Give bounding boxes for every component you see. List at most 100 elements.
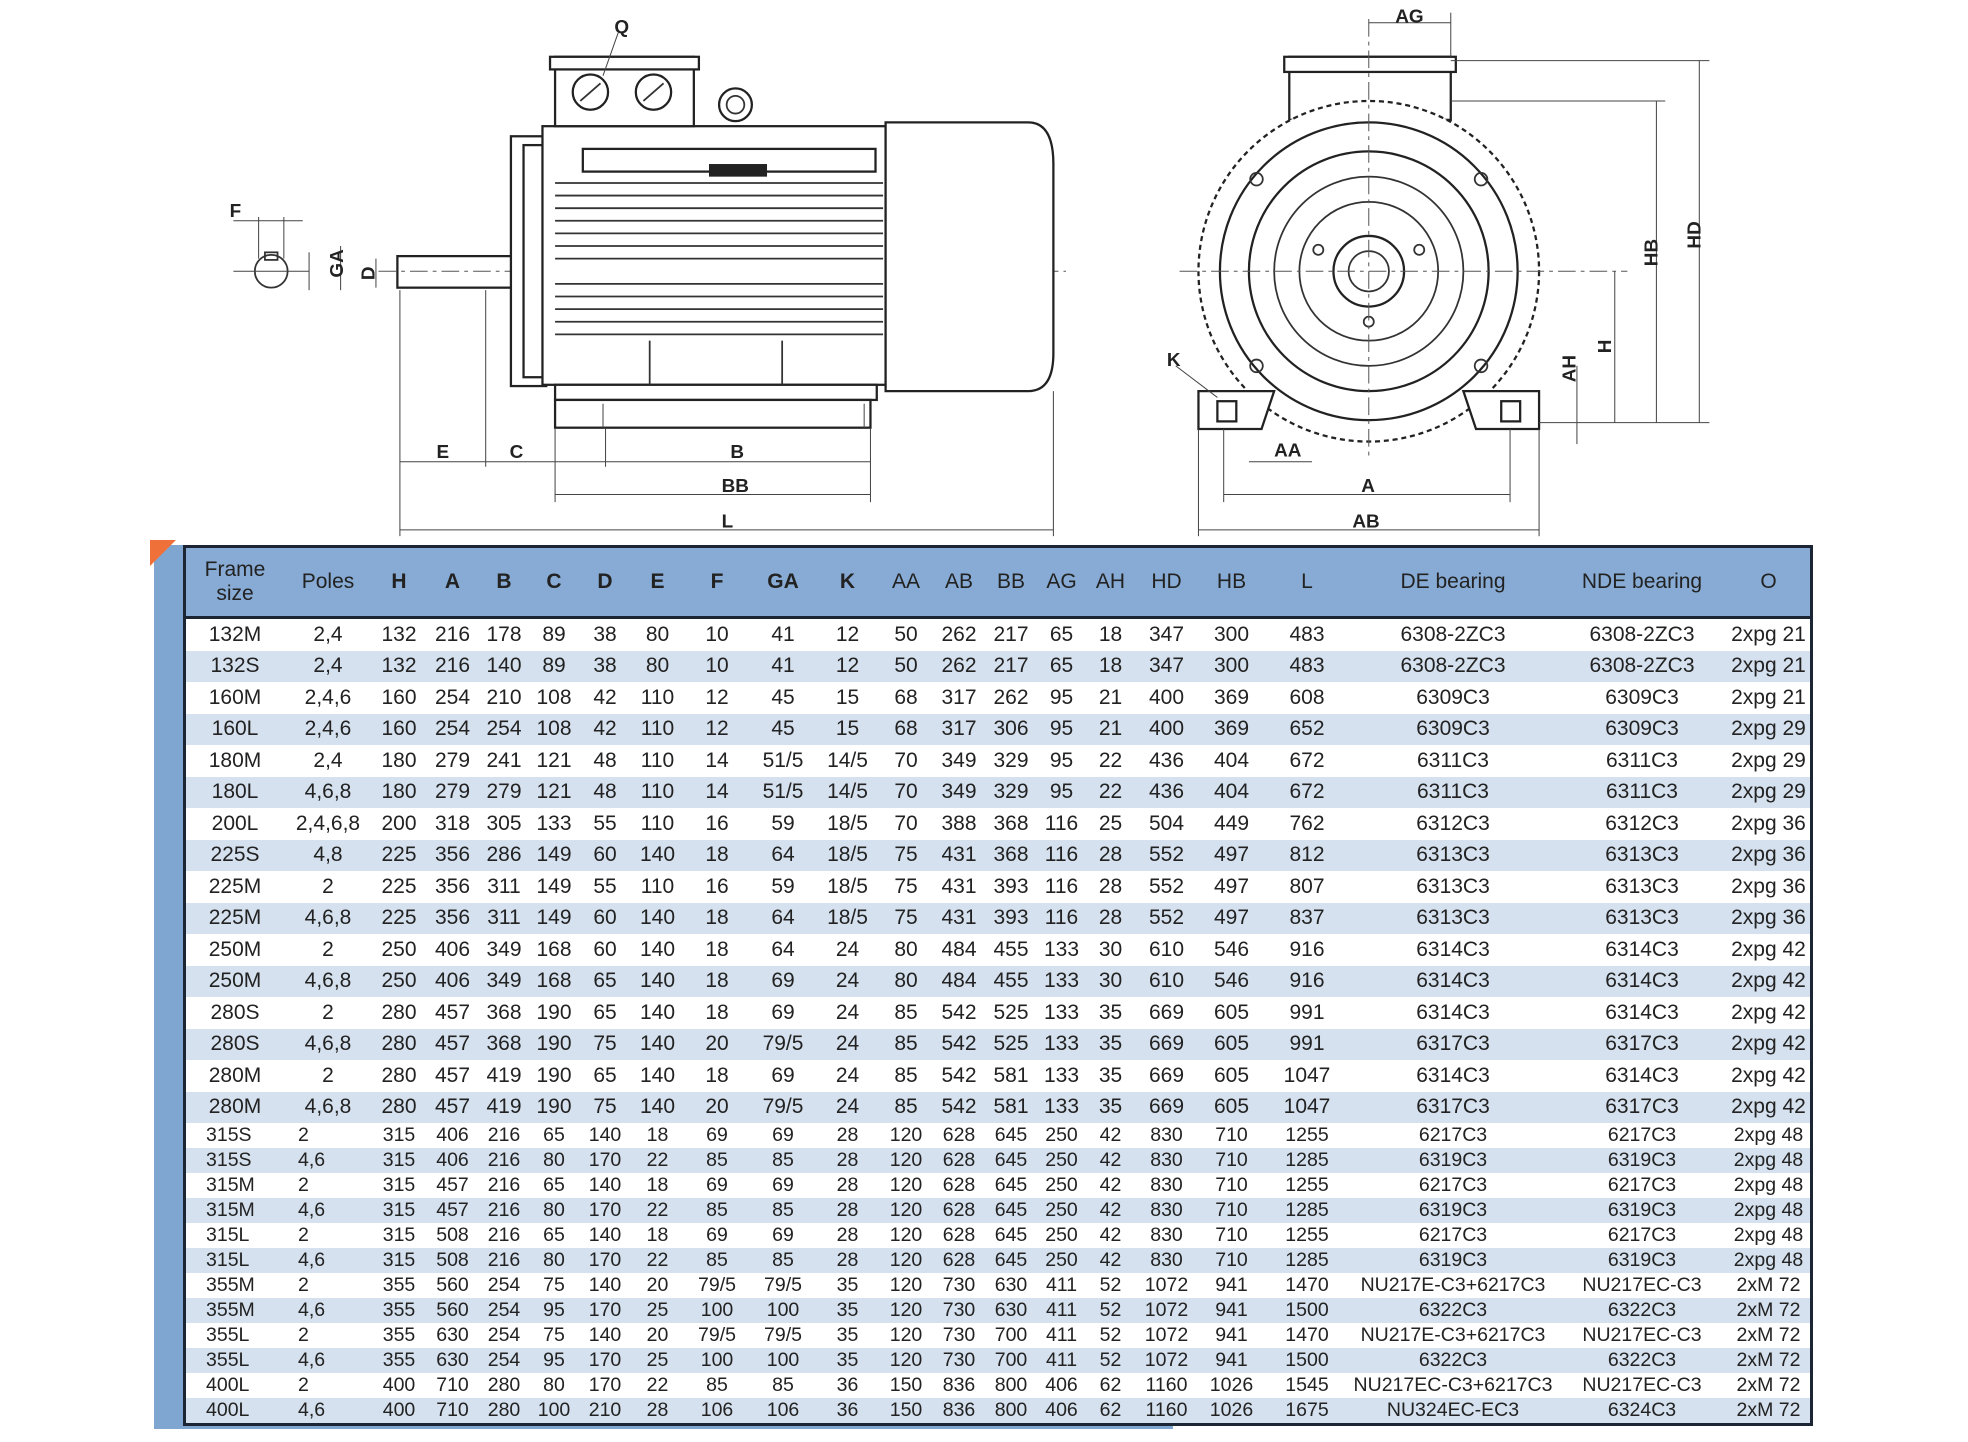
- table-cell: 70: [894, 748, 918, 772]
- table-cell: 4,6: [284, 1148, 372, 1173]
- table-cell: 406: [426, 965, 479, 997]
- table-cell: 4,6: [284, 1198, 372, 1223]
- table-cell: 2xpg 48: [1733, 1224, 1804, 1246]
- table-cell: 2,4: [284, 650, 372, 682]
- table-cell: 250: [1045, 1174, 1078, 1196]
- table-cell: 65: [593, 1000, 617, 1024]
- table-cell: 6217C3: [1607, 1174, 1677, 1196]
- table-cell: 22: [631, 1248, 684, 1273]
- table-cell: 217: [993, 622, 1029, 646]
- table-cell: 449: [1213, 811, 1250, 835]
- table-cell: 42: [1086, 1148, 1135, 1173]
- table-cell: 60: [593, 937, 617, 961]
- table-cell: 2: [298, 1274, 309, 1296]
- table-cell: 210: [579, 1398, 631, 1423]
- table-cell: 368: [993, 811, 1029, 835]
- table-cell: 525: [985, 1028, 1037, 1060]
- table-cell: 836: [942, 1374, 976, 1396]
- table-cell: 10: [684, 650, 750, 682]
- table-cell: 411: [1037, 1298, 1086, 1323]
- column-header-f: F: [684, 548, 750, 619]
- table-cell: 1675: [1265, 1398, 1349, 1423]
- table-cell: 4,6: [284, 1348, 372, 1373]
- table-cell: 6308-2ZC3: [1349, 650, 1557, 682]
- table-cell: 630: [426, 1348, 479, 1373]
- table-cell: 6308-2ZC3: [1589, 622, 1695, 646]
- table-cell: 14/5: [827, 748, 868, 772]
- table-cell: 55: [593, 811, 617, 835]
- table-cell: 2xpg 48: [1727, 1248, 1810, 1273]
- table-cell: 95: [1037, 713, 1086, 745]
- table-cell: 6319C3: [1349, 1198, 1557, 1223]
- table-cell: 85: [706, 1374, 728, 1396]
- table-cell: 6314C3: [1416, 937, 1490, 961]
- table-cell: 560: [436, 1274, 469, 1296]
- table-cell: 200: [381, 811, 417, 835]
- table-cell: 2,4,6: [284, 713, 372, 745]
- table-cell: 95: [529, 1298, 579, 1323]
- dim-label-a: A: [1361, 476, 1375, 497]
- table-cell: 10: [705, 622, 729, 646]
- table-cell: 216: [479, 1198, 529, 1223]
- table-cell: 355M: [186, 1298, 284, 1323]
- table-cell: 216: [426, 650, 479, 682]
- dim-label-f: F: [230, 201, 242, 222]
- table-cell: 52: [1099, 1324, 1122, 1346]
- corner-accent: [150, 540, 176, 566]
- table-cell: 730: [942, 1324, 976, 1346]
- table-cell: NU217EC-C3: [1582, 1374, 1702, 1396]
- table-cell: 217: [985, 650, 1037, 682]
- table-cell: 710: [1215, 1174, 1248, 1196]
- table-cell: 2xpg 42: [1727, 965, 1810, 997]
- table-cell: 69: [706, 1224, 728, 1246]
- table-cell: 710: [1198, 1148, 1265, 1173]
- table-cell: 262: [933, 650, 985, 682]
- table-cell: 508: [426, 1248, 479, 1273]
- table-cell: 120: [879, 1298, 933, 1323]
- table-cell: 140: [588, 1174, 622, 1196]
- table-cell: 85: [750, 1248, 816, 1273]
- table-cell: 80: [529, 1248, 579, 1273]
- table-cell: 411: [1037, 1348, 1086, 1373]
- table-cell: 400: [1148, 685, 1185, 709]
- table-cell: 160L: [186, 713, 284, 745]
- table-cell: 710: [1198, 1198, 1265, 1223]
- table-cell: 106: [750, 1398, 816, 1423]
- table-cell: 497: [1198, 902, 1265, 934]
- table-cell: 2: [298, 1224, 309, 1246]
- table-cell: 6308-2ZC3: [1400, 622, 1506, 646]
- column-header-e: E: [631, 548, 684, 619]
- table-cell: 140: [588, 1124, 622, 1146]
- table-cell: 80: [631, 650, 684, 682]
- table-cell: 42: [1086, 1198, 1135, 1223]
- table-cell: 315M: [206, 1174, 255, 1196]
- table-cell: 132M: [208, 622, 262, 646]
- table-cell: 180L: [186, 776, 284, 808]
- table-cell: 830: [1150, 1224, 1183, 1246]
- table-cell: 225S: [186, 839, 284, 871]
- table-cell: 6317C3: [1349, 1028, 1557, 1060]
- table-cell: 225: [381, 874, 417, 898]
- table-cell: 315: [372, 1148, 426, 1173]
- table-cell: 178: [486, 622, 522, 646]
- table-cell: 14: [684, 776, 750, 808]
- table-cell: 14/5: [816, 776, 879, 808]
- table-cell: 800: [994, 1374, 1028, 1396]
- table-cell: 35: [1098, 1063, 1123, 1087]
- table-cell: 65: [1037, 650, 1086, 682]
- table-cell: 80: [529, 1148, 579, 1173]
- table-cell: 404: [1198, 776, 1265, 808]
- table-cell: 254: [434, 685, 471, 709]
- table-cell: 22: [646, 1374, 669, 1396]
- table-cell: 52: [1086, 1298, 1135, 1323]
- dim-label-l: L: [722, 511, 734, 532]
- table-cell: 69: [706, 1174, 728, 1196]
- table-cell: NU217EC-C3+6217C3: [1353, 1374, 1553, 1396]
- table-cell: 42: [593, 685, 617, 709]
- table-cell: 368: [985, 839, 1037, 871]
- table-cell: 22: [1086, 776, 1135, 808]
- table-cell: 546: [1198, 965, 1265, 997]
- table-cell: 68: [879, 713, 933, 745]
